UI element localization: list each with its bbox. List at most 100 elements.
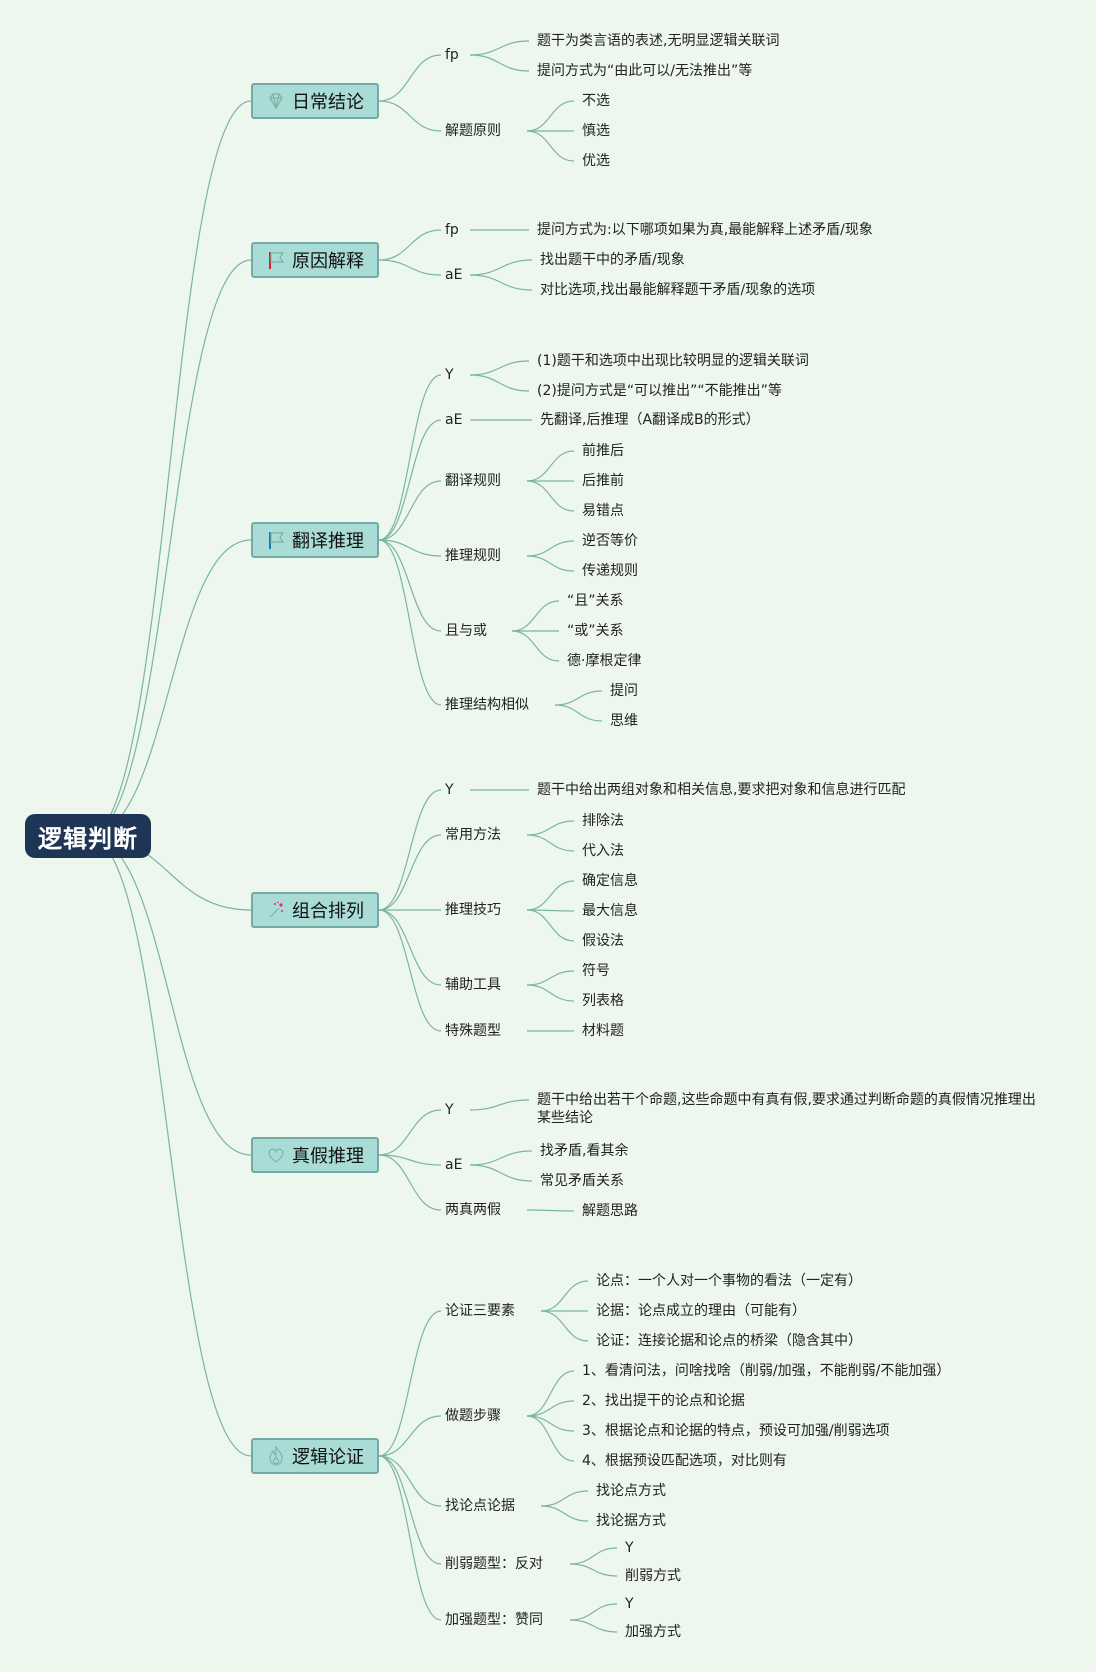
leaf-label[interactable]: 假设法 [582,933,624,949]
subtopic-to-leaf-line [469,259,533,276]
leaf-label[interactable]: 题干为类言语的表述,无明显逻辑关联词 [537,33,780,49]
topic-node[interactable]: 翻译推理 [251,522,379,558]
leaf-label[interactable]: 最大信息 [582,903,638,919]
leaf-label[interactable]: 2、找出提干的论点和论据 [582,1393,745,1409]
leaf-label[interactable]: 找出题干中的矛盾/现象 [540,252,685,268]
leaf-label[interactable]: 4、根据预设匹配选项，对比则有 [582,1453,787,1469]
leaf-label[interactable]: 提问方式为:以下哪项如果为真,最能解释上述矛盾/现象 [537,222,873,238]
leaf-label[interactable]: 代入法 [582,843,624,859]
topic-to-subtopic-line [378,1455,442,1565]
topic-label: 日常结论 [292,92,364,113]
leaf-label[interactable]: 先翻译,后推理（A翻译成B的形式） [540,412,760,428]
subtopic-to-leaf-line [526,555,575,572]
subtopic-to-leaf-line [526,1415,575,1462]
leaf-label[interactable]: 前推后 [582,443,624,459]
subtopic-to-leaf-line [526,970,575,986]
leaf-label[interactable]: 提问方式为“由此可以/无法推出”等 [537,63,753,79]
subtopic-label[interactable]: aE [445,1157,463,1173]
leaf-label[interactable]: 确定信息 [582,873,638,889]
subtopic-label[interactable]: 常用方法 [445,827,501,843]
leaf-label[interactable]: “或”关系 [567,623,624,639]
subtopic-to-leaf-line [554,704,603,722]
topic-node[interactable]: 日常结论 [251,83,379,119]
leaf-label[interactable]: 易错点 [582,503,624,519]
leaf-label[interactable]: 提问 [610,683,638,699]
subtopic-label[interactable]: 且与或 [445,623,487,639]
subtopic-label[interactable]: 推理规则 [445,548,501,564]
subtopic-label[interactable]: 辅助工具 [445,977,501,993]
topic-label: 组合排列 [292,901,364,922]
leaf-label[interactable]: 符号 [582,963,610,979]
subtopic-label[interactable]: Y [445,367,454,383]
subtopic-label[interactable]: 推理技巧 [445,902,501,918]
subtopic-to-leaf-line [469,54,530,72]
leaf-label[interactable]: 常见矛盾关系 [540,1173,624,1189]
leaf-label[interactable]: 题干中给出若干个命题,这些命题中有真有假,要求通过判断命题的真假情况推理出某些结… [537,1092,1036,1126]
subtopic-label[interactable]: 翻译规则 [445,473,501,489]
subtopic-to-leaf-line [469,374,530,392]
leaf-label[interactable]: 思维 [610,713,638,729]
subtopic-label[interactable]: Y [445,782,454,798]
leaf-label[interactable]: 题干中给出两组对象和相关信息,要求把对象和信息进行匹配 [537,782,906,798]
topic-to-subtopic-line [378,1154,442,1211]
subtopic-label[interactable]: aE [445,412,463,428]
leaf-label[interactable]: 慎选 [582,123,610,139]
subtopic-label[interactable]: aE [445,267,463,283]
leaf-label[interactable]: (2)提问方式是“可以推出”“不能推出”等 [537,383,782,399]
topic-label: 原因解释 [292,251,364,272]
leaf-label[interactable]: 优选 [582,153,610,169]
subtopic-to-leaf-line [526,820,575,836]
leaf-label[interactable]: (1)题干和选项中出现比较明显的逻辑关联词 [537,353,809,369]
leaf-label[interactable]: 找论据方式 [596,1513,666,1529]
leaf-label[interactable]: 排除法 [582,813,624,829]
leaf-label[interactable]: 传递规则 [582,563,638,579]
leaf-label[interactable]: 1、看清问法，问啥找啥（削弱/加强，不能削弱/不能加强） [582,1363,951,1379]
subtopic-label[interactable]: 加强题型：赞同 [445,1612,543,1628]
leaf-label[interactable]: 材料题 [582,1023,624,1039]
leaf-label[interactable]: 削弱方式 [625,1568,681,1584]
leaf-label[interactable]: 论据：论点成立的理由（可能有） [596,1303,806,1319]
subtopic-label[interactable]: fp [445,47,459,63]
subtopic-label[interactable]: 解题原则 [445,123,501,139]
root-to-topic-line [87,835,252,1457]
topic-to-subtopic-line [378,539,442,557]
subtopic-to-leaf-line [569,1619,618,1633]
topic-label: 翻译推理 [292,531,364,552]
subtopic-label[interactable]: 推理结构相似 [445,697,529,713]
leaf-label[interactable]: 对比选项,找出最能解释题干矛盾/现象的选项 [540,282,816,298]
subtopic-label[interactable]: 削弱题型：反对 [445,1556,543,1572]
subtopic-label[interactable]: 找论点论据 [445,1498,515,1514]
leaf-label[interactable]: 找矛盾,看其余 [540,1143,629,1159]
subtopic-to-leaf-line [526,834,575,852]
leaf-label[interactable]: 论点：一个人对一个事物的看法（一定有） [596,1273,862,1289]
leaf-label[interactable]: 后推前 [582,473,624,489]
leaf-label[interactable]: 解题思路 [582,1203,638,1219]
subtopic-label[interactable]: 特殊题型 [445,1023,501,1039]
topic-node[interactable]: 逻辑论证 [251,1438,379,1474]
subtopic-label[interactable]: fp [445,222,459,238]
subtopic-label[interactable]: 做题步骤 [445,1408,501,1424]
topic-node[interactable]: 真假推理 [251,1137,379,1173]
leaf-label[interactable]: 论证：连接论据和论点的桥梁（隐含其中） [596,1333,862,1349]
topic-to-subtopic-line [378,374,442,541]
subtopic-label[interactable]: 论证三要素 [445,1303,515,1319]
leaf-label[interactable]: 不选 [582,93,610,109]
leaf-label[interactable]: “且”关系 [567,593,624,609]
leaf-label[interactable]: Y [625,1596,634,1612]
topic-node[interactable]: 组合排列 [251,892,379,928]
topic-to-subtopic-line [378,100,442,132]
leaf-label[interactable]: 加强方式 [625,1624,681,1640]
leaf-label[interactable]: 找论点方式 [596,1483,666,1499]
topic-to-subtopic-line [378,1154,442,1166]
leaf-label[interactable]: 列表格 [582,993,624,1009]
leaf-label[interactable]: 逆否等价 [582,533,638,549]
leaf-label[interactable]: 3、根据论点和论据的特点，预设可加强/削弱选项 [582,1423,890,1439]
root-node[interactable]: 逻辑判断 [25,814,151,858]
topic-node[interactable]: 原因解释 [251,242,379,278]
leaf-label[interactable]: 德·摩根定律 [567,653,642,669]
topic-to-subtopic-line [378,909,442,1032]
subtopic-label[interactable]: 两真两假 [445,1202,501,1218]
leaf-label[interactable]: Y [625,1540,634,1556]
subtopic-label[interactable]: Y [445,1102,454,1118]
